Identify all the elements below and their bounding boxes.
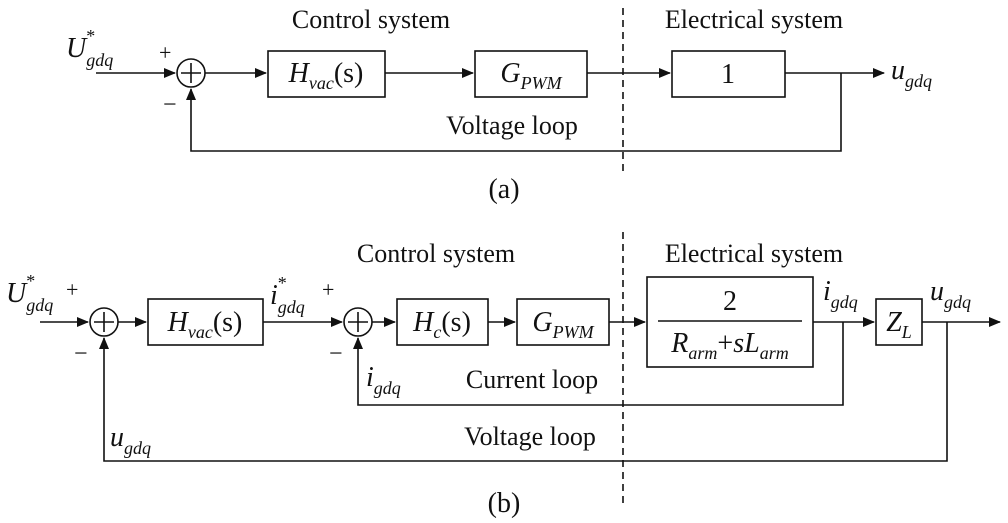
a-electrical-system-label: Electrical system bbox=[665, 5, 843, 34]
b-hc-label: Hc(s) bbox=[412, 307, 471, 342]
a-minus-sign: − bbox=[163, 92, 177, 118]
a-gpwm-label: GPWM bbox=[500, 58, 562, 93]
b-plant-denominator: Rarm+sLarm bbox=[670, 328, 788, 363]
b-zl-label: ZL bbox=[886, 307, 912, 342]
b-sum1-plus-sign: + bbox=[66, 277, 78, 302]
b-plant-block bbox=[646, 276, 814, 368]
b-sum2-plus-sign: + bbox=[322, 277, 334, 302]
b-plant-numerator: 2 bbox=[723, 286, 737, 317]
a-plant-label: 1 bbox=[721, 59, 735, 90]
b-output-label: ugdq bbox=[930, 276, 971, 312]
b-control-system-label: Control system bbox=[357, 239, 515, 268]
a-hvac-block bbox=[267, 50, 386, 98]
b-gpwm-label: GPWM bbox=[532, 307, 594, 342]
b-voltage-loop-label: Voltage loop bbox=[464, 422, 596, 451]
a-voltage-feedback-path bbox=[186, 73, 842, 152]
b-current-loop-label: Current loop bbox=[466, 365, 598, 394]
diagram-b: Control system Electrical system U*gdq +… bbox=[6, 232, 1001, 519]
a-output-label: ugdq bbox=[891, 55, 932, 91]
b-sum2-minus-sign: − bbox=[329, 341, 343, 367]
a-gpwm-block bbox=[474, 50, 588, 98]
b-hvac-label: Hvac(s) bbox=[167, 307, 243, 342]
a-control-system-label: Control system bbox=[292, 5, 450, 34]
b-caption: (b) bbox=[488, 488, 521, 519]
b-current-feedback-path bbox=[353, 322, 844, 406]
b-hc-block bbox=[396, 298, 489, 346]
b-current-reference-label: i*gdq bbox=[270, 273, 305, 317]
b-hvac-block bbox=[147, 298, 264, 346]
diagram-a: Control system Electrical system U*gdq +… bbox=[66, 5, 932, 205]
b-voltage-feedback-label: ugdq bbox=[110, 422, 151, 458]
a-input-label: U*gdq bbox=[66, 26, 113, 70]
b-sum1-minus-sign: − bbox=[74, 341, 88, 367]
a-plus-sign: + bbox=[159, 40, 171, 65]
b-current-output-label: igdq bbox=[823, 276, 858, 312]
b-voltage-feedback-path bbox=[99, 322, 948, 462]
a-caption: (a) bbox=[488, 174, 519, 205]
a-plant-block bbox=[671, 50, 786, 98]
b-electrical-system-label: Electrical system bbox=[665, 239, 843, 268]
a-voltage-loop-label: Voltage loop bbox=[446, 111, 578, 140]
b-current-feedback-label: igdq bbox=[366, 362, 401, 398]
b-input-label: U*gdq bbox=[6, 271, 53, 315]
a-hvac-label: Hvac(s) bbox=[288, 58, 364, 93]
b-zl-block bbox=[875, 298, 923, 346]
